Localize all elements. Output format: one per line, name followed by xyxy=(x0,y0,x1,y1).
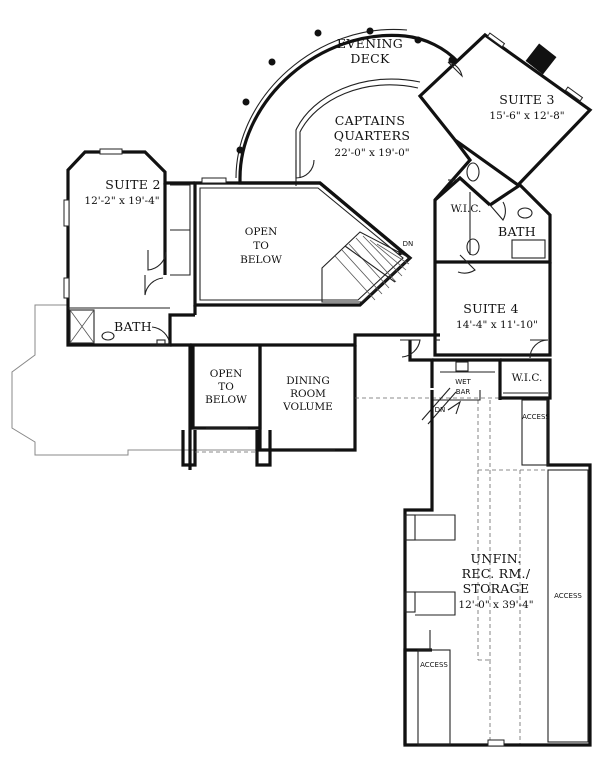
open-to-below-2-label-2: TO xyxy=(218,381,234,393)
access-top-label: ACCESS xyxy=(522,413,550,421)
main-stair xyxy=(321,231,411,303)
suite-2-walls xyxy=(63,148,227,347)
dining-volume-walls xyxy=(258,345,357,452)
captains-quarters-label-2: QUARTERS xyxy=(334,128,410,143)
open-to-below-1-label-1: OPEN xyxy=(245,226,278,238)
open-to-below-1-label-2: TO xyxy=(253,240,269,252)
wet-bar-label-2: BAR xyxy=(456,388,471,396)
wet-bar-label-1: WET xyxy=(455,378,471,386)
evening-deck xyxy=(235,27,460,179)
captains-quarters-size: 22'-0" x 19'-0" xyxy=(334,147,409,159)
open-to-below-1-label-3: BELOW xyxy=(240,254,282,266)
bath-suite-2 xyxy=(68,307,171,347)
storage-walls xyxy=(403,390,592,747)
suite-2-bath-label: BATH xyxy=(114,319,152,334)
storage-size: 12'-0" x 39'-4" xyxy=(458,599,533,611)
dining-room-label-2: ROOM xyxy=(290,388,326,400)
open-to-below-2-label-1: OPEN xyxy=(210,368,243,380)
dashed-lines xyxy=(195,397,548,745)
wic-and-bath-walls xyxy=(433,162,552,274)
dining-room-label-3: VOLUME xyxy=(282,401,333,413)
access-bottom-label: ACCESS xyxy=(420,661,448,669)
suite-3-label: SUITE 3 xyxy=(499,92,555,107)
corridor-walls xyxy=(170,305,440,470)
storage-label-1: UNFIN. xyxy=(471,551,522,566)
suite-3-walls xyxy=(417,32,593,188)
suite-4-label: SUITE 4 xyxy=(463,301,519,316)
storage-label-2: REC. RM./ xyxy=(462,566,531,581)
suite-4-walls xyxy=(433,258,552,359)
captains-quarters-label-1: CAPTAINS xyxy=(335,113,406,128)
suite-3-size: 15'-6" x 12'-8" xyxy=(489,110,564,122)
wic-label: W.I.C. xyxy=(451,203,482,215)
evening-deck-label-2: DECK xyxy=(350,51,390,66)
open-to-below-2-label-3: BELOW xyxy=(205,394,247,406)
suite-4-wic-label: W.I.C. xyxy=(512,372,543,384)
dining-room-label-1: DINING xyxy=(286,375,329,387)
access-right-label: ACCESS xyxy=(554,592,582,600)
stair-down-label: DN xyxy=(403,240,414,248)
suite-4-size: 14'-4" x 11'-10" xyxy=(456,319,538,331)
wic-suite-4-walls xyxy=(500,358,552,400)
suite-2-size: 12'-2" x 19'-4" xyxy=(84,195,159,207)
wet-bar-stair-down-label: DN xyxy=(435,406,446,414)
bath-label: BATH xyxy=(498,224,536,239)
suite-2-label: SUITE 2 xyxy=(105,177,161,192)
evening-deck-label-1: EVENING xyxy=(337,36,403,51)
storage-label-3: STORAGE xyxy=(463,581,530,596)
